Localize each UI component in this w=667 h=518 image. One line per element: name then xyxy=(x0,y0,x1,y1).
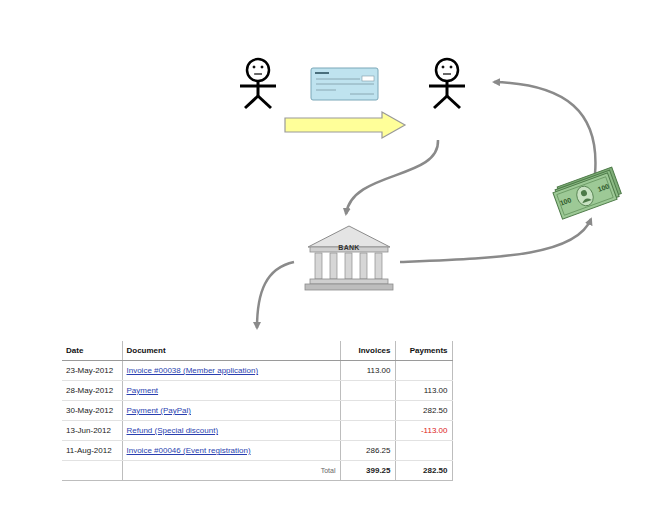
cash-arrow xyxy=(400,219,591,262)
bank-building xyxy=(305,226,393,290)
column-header: Document xyxy=(127,346,166,355)
bill-value: 100 xyxy=(559,196,572,207)
total-amount: 282.50 xyxy=(423,466,447,475)
cheque-icon xyxy=(311,68,378,100)
date-cell: 13-Jun-2012 xyxy=(66,426,111,435)
document-link: Refund (Special discount) xyxy=(127,426,219,435)
payer-figure xyxy=(240,59,276,108)
ledger-table: Date Document Invoices Payments 23-May-2… xyxy=(62,341,453,481)
date-cell: 23-May-2012 xyxy=(66,366,113,375)
date-cell: 30-May-2012 xyxy=(66,406,113,415)
transfer-arrow xyxy=(285,112,405,138)
invoice-amount: 113.00 xyxy=(367,366,391,375)
money-bills xyxy=(552,167,623,219)
bank-label: BANK xyxy=(338,244,359,251)
date-cell: 28-May-2012 xyxy=(66,386,113,395)
column-header: Date xyxy=(66,346,83,355)
total-label: Total xyxy=(321,467,336,474)
column-header: Payments xyxy=(410,346,448,355)
payment-amount: 113.00 xyxy=(424,386,448,395)
bill-value: 100 xyxy=(597,182,610,193)
invoice-amount: 286.25 xyxy=(366,446,390,455)
column-header: Invoices xyxy=(358,346,390,355)
return-arrow xyxy=(494,82,595,174)
document-link: Payment (PayPal) xyxy=(127,406,191,415)
document-link: Invoice #00046 (Event registration) xyxy=(127,446,251,455)
payee-figure xyxy=(429,59,465,108)
statement-arrow xyxy=(257,262,294,328)
document-link: Payment xyxy=(127,386,159,395)
bank-node: BANK xyxy=(336,235,362,246)
date-cell: 11-Aug-2012 xyxy=(66,446,112,455)
total-amount: 399.25 xyxy=(366,466,390,475)
document-link: Invoice #00038 (Member application) xyxy=(127,366,259,375)
refund-amount: -113.00 xyxy=(421,426,448,435)
deposit-arrow xyxy=(346,140,438,214)
money-labels: 100 100 xyxy=(553,173,617,219)
payment-amount: 282.50 xyxy=(423,406,447,415)
